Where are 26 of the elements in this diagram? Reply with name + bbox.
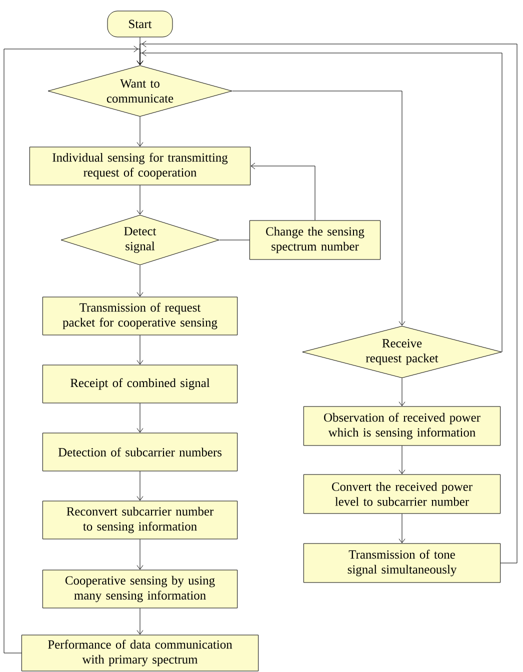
arrow: [136, 185, 144, 215]
process-box: Change the sensing spectrum number: [249, 220, 381, 260]
process-box: Observation of received power which is sensing information: [303, 406, 501, 446]
start-terminal: Start: [107, 10, 173, 38]
process-box: Reconvert subcarrier number to sensing information: [42, 500, 238, 540]
arrow: [136, 116, 144, 147]
process-box: Individual sensing for transmitting request of cooperation: [29, 146, 251, 186]
process-box: Transmission of request packet for cooperative sensing: [42, 296, 238, 336]
arrow: [136, 265, 144, 297]
process-box: Transmission of tone signal simultaneously: [303, 543, 501, 583]
arrow: [398, 378, 406, 406]
process-box: Detection of subcarrier numbers: [42, 432, 238, 472]
process-box: Convert the received power level to subcarrier number: [303, 474, 501, 514]
arrow: [136, 539, 144, 570]
arrow: [136, 335, 144, 365]
arrow: [136, 40, 518, 564]
arrow: [136, 403, 144, 433]
arrow: [398, 446, 406, 474]
process-box: Cooperative sensing by using many sensing information: [42, 570, 238, 608]
arrow: [250, 162, 316, 220]
process-box: Performance of data communication with primary spectrum: [21, 634, 259, 672]
arrow: [136, 608, 144, 635]
arrow: [136, 471, 144, 501]
arrow: [232, 90, 406, 326]
process-box: Receipt of combined signal: [42, 364, 238, 404]
arrow: [398, 514, 406, 544]
